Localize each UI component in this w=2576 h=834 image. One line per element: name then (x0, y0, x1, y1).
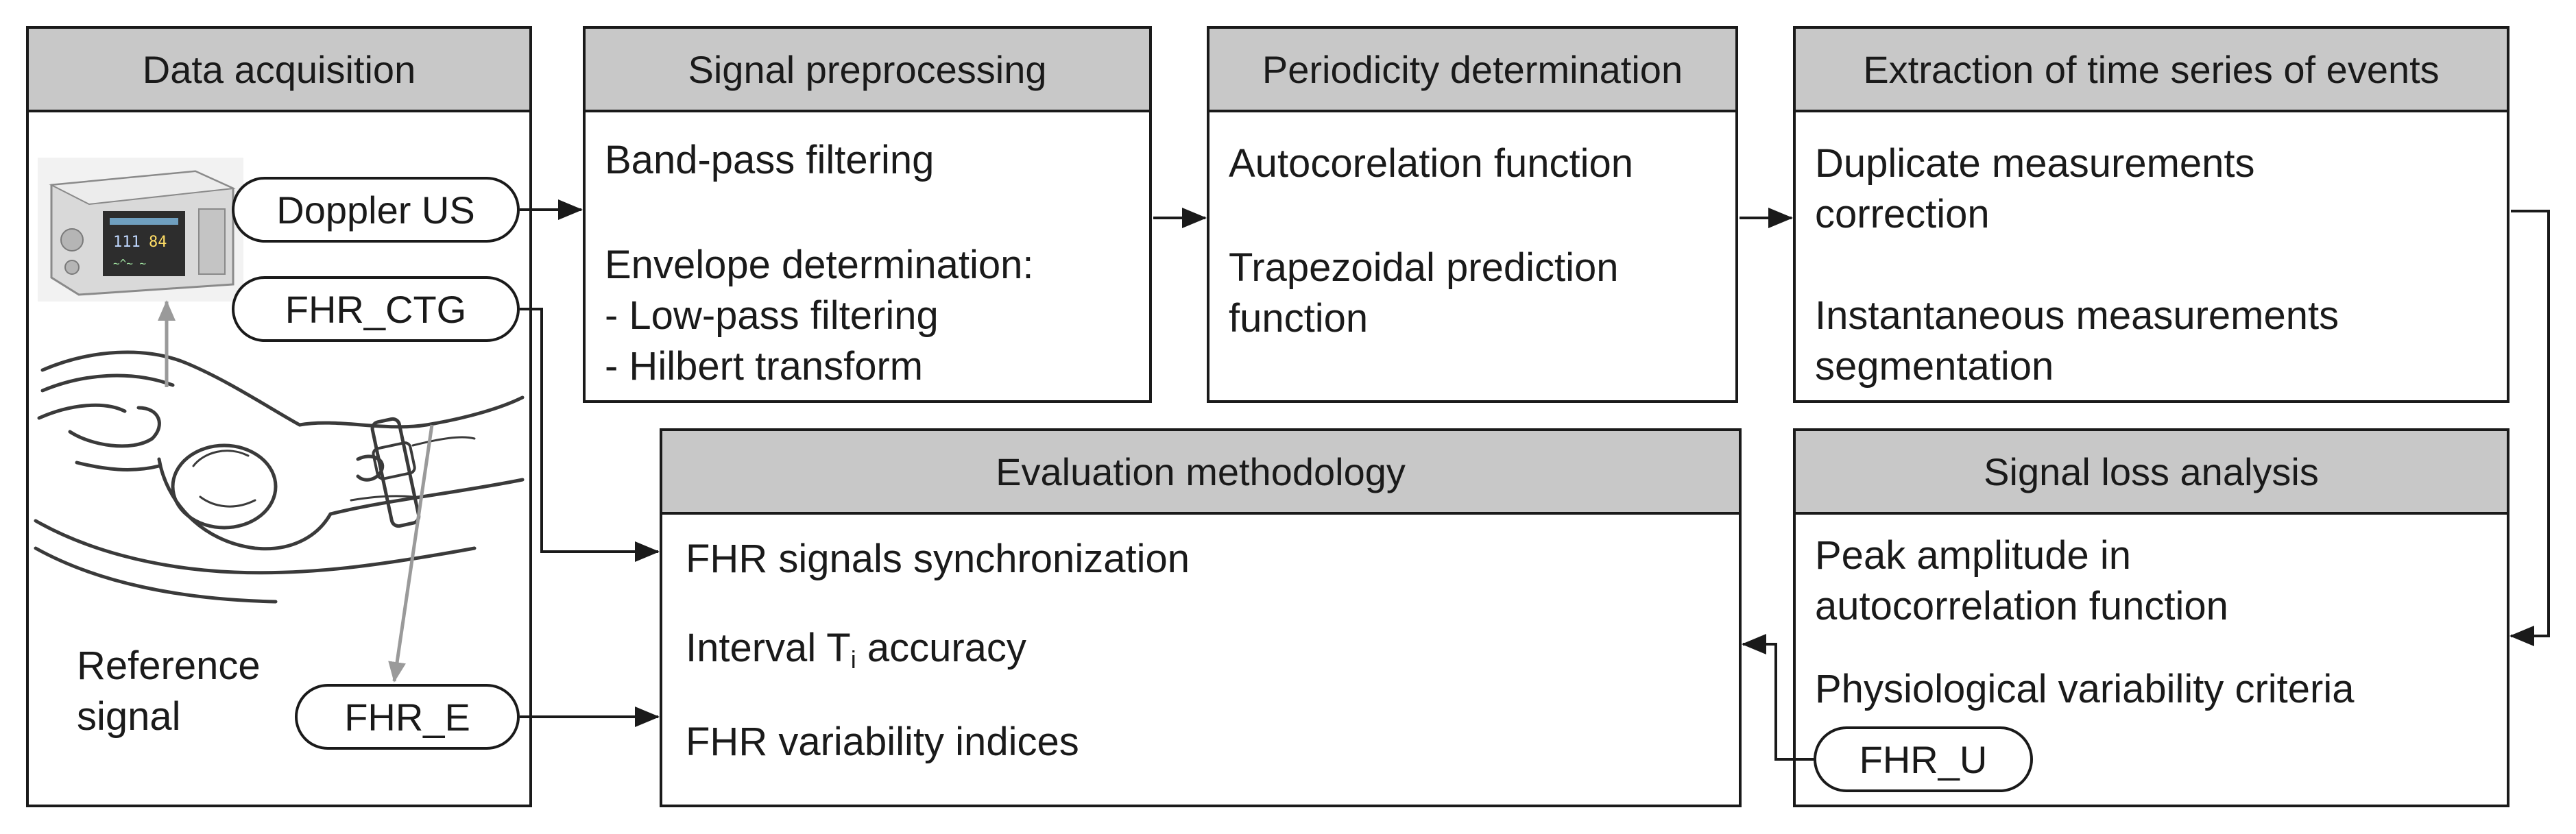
interval-prefix: Interval T (686, 626, 851, 670)
extraction-item: Duplicate measurements (1815, 141, 2255, 186)
periodicity-item: Trapezoidal prediction (1229, 245, 1619, 290)
interval-suffix: accuracy (867, 626, 1026, 670)
preprocessing-item: - Hilbert transform (605, 344, 924, 389)
evaluation-methodology-box: Evaluation methodology FHR signals synch… (660, 428, 1742, 807)
fhr-e-pill: FHR_E (295, 684, 520, 750)
signal-preprocessing-box: Signal preprocessing Band-pass filtering… (583, 26, 1152, 403)
evaluation-methodology-title: Evaluation methodology (662, 431, 1739, 515)
signal-loss-analysis-title: Signal loss analysis (1796, 431, 2507, 515)
arrow-extraction-to-signal-loss (2509, 210, 2550, 646)
evaluation-item: FHR variability indices (686, 720, 1079, 764)
svg-text:111: 111 (113, 234, 141, 251)
extraction-item: correction (1815, 192, 1990, 236)
signal-loss-item: Peak amplitude in (1815, 533, 2132, 578)
fhr-ctg-pill: FHR_CTG (232, 276, 520, 342)
periodicity-item: function (1229, 296, 1369, 341)
extraction-item: segmentation (1815, 344, 2054, 389)
periodicity-determination-title: Periodicity determination (1209, 29, 1735, 112)
ctg-monitor-illustration: 111 84 ~^~ ~ (38, 158, 243, 302)
periodicity-determination-box: Periodicity determination Autocorelation… (1207, 26, 1738, 403)
reference-signal-line2: signal (77, 694, 181, 739)
preprocessing-item: Band-pass filtering (605, 138, 935, 182)
preprocessing-item: Envelope determination: (605, 243, 1034, 287)
reference-signal-label: Reference signal (77, 641, 261, 742)
interval-subscript: i (850, 646, 856, 674)
evaluation-item: FHR signals synchronization (686, 537, 1190, 581)
svg-text:~^~ ~: ~^~ ~ (113, 257, 146, 270)
svg-text:84: 84 (149, 234, 167, 251)
extraction-item: Instantaneous measurements (1815, 293, 2339, 338)
preprocessing-item: - Low-pass filtering (605, 293, 939, 338)
extraction-box: Extraction of time series of events Dupl… (1793, 26, 2509, 403)
patient-illustration (29, 343, 529, 624)
fhr-u-pill: FHR_U (1814, 726, 2033, 792)
doppler-us-pill: Doppler US (232, 177, 520, 243)
reference-signal-line1: Reference (77, 643, 261, 688)
data-acquisition-title: Data acquisition (29, 29, 529, 112)
evaluation-interval-item: Interval Ti accuracy (686, 623, 1026, 685)
signal-preprocessing-title: Signal preprocessing (586, 29, 1149, 112)
signal-loss-item: autocorrelation function (1815, 584, 2228, 628)
data-acquisition-box: Data acquisition (26, 26, 532, 807)
periodicity-item: Autocorelation function (1229, 141, 1634, 186)
signal-loss-item: Physiological variability criteria (1815, 667, 2355, 711)
extraction-title: Extraction of time series of events (1796, 29, 2507, 112)
